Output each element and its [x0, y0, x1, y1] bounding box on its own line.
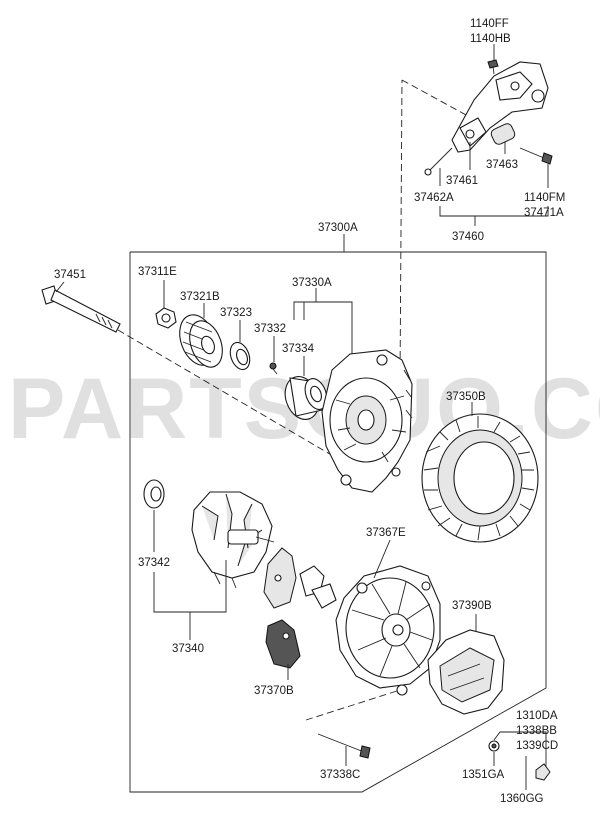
assembly-frame [129, 251, 547, 793]
bracket-37460[interactable] [451, 61, 549, 153]
bushing-37463[interactable] [490, 122, 517, 146]
label-37350b: 37350B [446, 391, 486, 403]
rear-cover-37390b[interactable] [427, 629, 505, 715]
bolt-37462a[interactable] [424, 147, 453, 176]
label-37461: 37461 [446, 175, 478, 187]
label-37330a: 37330A [292, 277, 332, 289]
label-37462a: 37462A [414, 192, 454, 204]
label-37334: 37334 [282, 343, 315, 355]
nut-1360gg[interactable] [535, 763, 551, 781]
label-37370b: 37370B [254, 685, 294, 697]
label-37471a: 37471A [524, 207, 564, 219]
washer-1351ga[interactable] [488, 740, 500, 752]
through-bolt-37451[interactable] [41, 285, 121, 333]
bearing-37334[interactable] [279, 372, 330, 424]
label-37323: 37323 [220, 307, 252, 319]
label-37311e: 37311E [138, 266, 177, 278]
rear-housing-37367e[interactable] [335, 565, 441, 696]
label-1140hb: 1140HB [470, 33, 511, 45]
label-37340: 37340 [172, 643, 204, 655]
label-37367e: 37367E [366, 527, 406, 539]
nut-37311e[interactable] [155, 307, 177, 329]
label-37342: 37342 [138, 557, 170, 569]
label-37390b: 37390B [452, 600, 492, 612]
bolt-37338c[interactable] [317, 733, 371, 759]
label-37338c: 37338C [320, 769, 360, 781]
rectifier-37370b[interactable] [263, 547, 337, 669]
label-1140fm: 1140FM [524, 192, 565, 204]
label-1310da: 1310DA [516, 710, 558, 722]
spacer-37323[interactable] [227, 340, 253, 372]
screw-37332[interactable] [269, 362, 278, 375]
rotor-37340[interactable] [143, 479, 275, 589]
bolt-1140ff[interactable] [487, 59, 499, 75]
label-37463: 37463 [486, 159, 518, 171]
label-1140ff: 1140FF [470, 18, 509, 30]
label-1351ga: 1351GA [462, 769, 505, 781]
pulley-37321b[interactable] [173, 310, 228, 372]
label-37332: 37332 [254, 323, 286, 335]
label-1339cd: 1339CD [516, 740, 558, 752]
label-37460: 37460 [452, 231, 484, 243]
label-1338bb: 1338BB [516, 725, 557, 737]
front-housing-37330a[interactable] [321, 349, 413, 493]
label-37300a: 37300A [318, 222, 358, 234]
label-37451: 37451 [54, 269, 86, 281]
label-37321b: 37321B [180, 291, 220, 303]
label-1360gg: 1360GG [500, 793, 544, 805]
stator-37350b[interactable] [421, 413, 539, 543]
bolt-1140fm[interactable] [519, 147, 553, 165]
